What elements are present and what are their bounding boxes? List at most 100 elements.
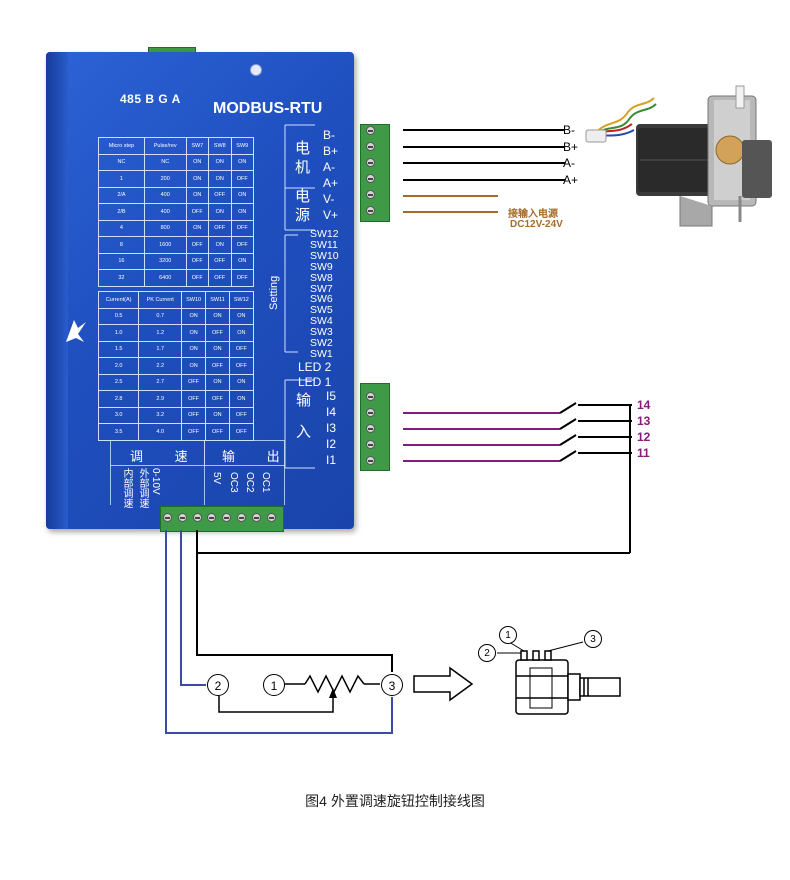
wire-pot-pin3 <box>196 530 393 672</box>
power-note-line1: 接输入电源 <box>508 209 558 220</box>
dip-switch-label: SW7 <box>310 282 333 295</box>
terminal-screw <box>366 174 375 183</box>
terminal-screw <box>237 513 246 522</box>
board-pin-output: OC2 <box>244 472 255 493</box>
microstep-cell: 32 <box>98 269 145 287</box>
motor-wire-label: A- <box>563 156 575 170</box>
board-side-flange <box>46 52 68 529</box>
board-pin-output: OC3 <box>228 472 239 493</box>
pot-pin-2: 2 <box>478 644 496 662</box>
input-group-label: 输 入 <box>294 392 311 445</box>
terminal-screw <box>366 392 375 401</box>
terminal-screw <box>177 513 187 522</box>
terminal-screw <box>366 440 375 449</box>
board-pin-speed: 0-10V <box>150 468 161 495</box>
current-cell: OFF <box>181 390 207 408</box>
rs485-pin-label: 485 B G A <box>120 92 181 106</box>
dip-switch-label: SW2 <box>310 337 333 349</box>
dip-switch-label: SW10 <box>310 249 339 262</box>
dip-switch-label: SW11 <box>310 238 338 251</box>
board-pin-motor: A- <box>323 160 335 174</box>
current-cell: 3.5 <box>97 423 140 441</box>
current-cell: ON <box>228 324 255 342</box>
motor-wire-label: B+ <box>563 140 579 154</box>
board-pin-output: 5V <box>211 472 222 485</box>
bottom-panel-grid <box>110 440 285 505</box>
terminal-screw <box>251 513 261 522</box>
terminal-screw <box>366 424 375 433</box>
dip-switch-label: SW8 <box>310 271 333 284</box>
terminal-screw <box>163 513 172 522</box>
motor-wire-label: A+ <box>563 173 579 187</box>
board-pin-speed: 外部调速 <box>137 468 148 508</box>
board-pin-input: I1 <box>326 453 337 467</box>
terminal-screw <box>192 513 202 522</box>
wire-external-loop <box>165 530 393 734</box>
input-terminal <box>360 383 390 471</box>
terminal-screw <box>207 513 217 522</box>
dip-switch-label: SW6 <box>310 293 333 306</box>
board-pin-motor: A+ <box>323 176 339 190</box>
pot-pin-1: 1 <box>499 626 517 644</box>
board-pin-speed: 内部调速 <box>121 468 132 508</box>
right-panel-dividers <box>284 124 315 469</box>
figure-caption: 图4 外置调速旋钮控制接线图 <box>305 793 485 809</box>
board-pin-input: I3 <box>326 421 337 435</box>
microstep-cell: 1 <box>98 170 145 188</box>
terminal-screw <box>366 126 375 135</box>
motor-power-terminal <box>360 124 390 222</box>
input-switch-14 <box>403 402 632 414</box>
motor-wire-label: B- <box>563 123 575 137</box>
model-label: MODBUS-RTU <box>213 100 323 117</box>
current-cell: OFF <box>205 423 230 441</box>
current-cell: OFF <box>228 423 255 441</box>
microstep-cell: ON <box>230 186 254 204</box>
dip-switch-label: SW3 <box>310 326 333 339</box>
terminal-screw <box>366 408 375 417</box>
terminal-screw <box>366 190 375 199</box>
terminal-screw <box>266 513 276 522</box>
board-pin-output: OC1 <box>260 472 271 493</box>
input-switch-label: 11 <box>637 446 650 460</box>
motor-group-label: 电机 <box>293 140 310 178</box>
wiper-line <box>218 694 334 713</box>
dip-switch-label: SW4 <box>310 315 333 328</box>
power-note-line2: DC12V-24V <box>510 219 563 230</box>
input-switch-11 <box>403 450 632 462</box>
current-cell: ON <box>181 307 207 325</box>
microstep-cell: OFF <box>230 269 254 287</box>
terminal-screw <box>366 158 375 167</box>
current-cell: OFF <box>181 423 207 441</box>
microstep-cell: OFF <box>208 269 232 287</box>
driver-board <box>46 52 354 529</box>
microstep-cell: OFF <box>185 269 210 287</box>
terminal-screw <box>366 142 375 151</box>
brand-logo-icon <box>66 320 86 342</box>
stepper-motor-illustration <box>585 85 772 227</box>
led-2-label: LED 2 <box>298 360 332 374</box>
input-switch-label: 14 <box>637 398 651 412</box>
wiper-arrow <box>329 688 337 698</box>
dip-switch-label: SW12 <box>310 228 339 240</box>
input-switch-13 <box>403 418 632 430</box>
output-group-label: 输 出 <box>222 449 294 464</box>
schematic-pin-1: 1 <box>263 674 285 696</box>
schematic-pin-2: 2 <box>207 674 229 696</box>
board-pin-input: I2 <box>326 437 337 451</box>
schematic-pin-3: 3 <box>381 674 403 696</box>
mount-hole <box>250 64 262 76</box>
potentiometer-drawing <box>497 641 621 715</box>
board-pin-motor: B- <box>323 128 335 142</box>
terminal-screw <box>366 456 375 465</box>
